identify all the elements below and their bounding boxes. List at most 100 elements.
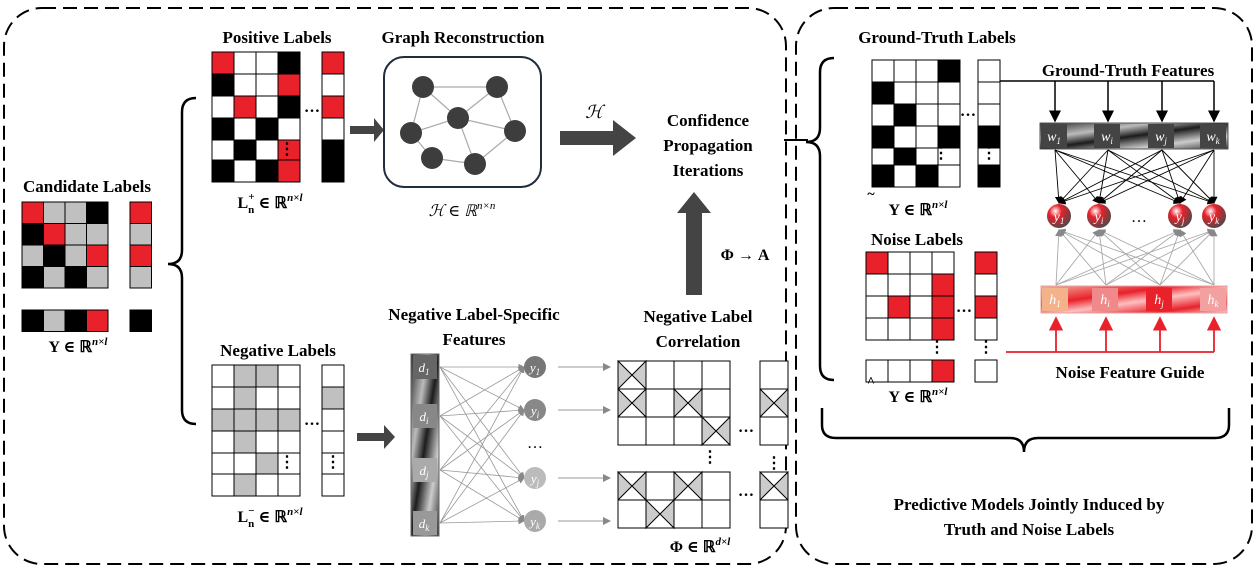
w-to-y-edge — [1161, 149, 1182, 204]
noise-cell — [931, 295, 955, 319]
w-to-y-edge — [1098, 149, 1215, 204]
noise-math: Y ∈ ℝn×l — [889, 386, 949, 406]
positive-corner-cell — [321, 159, 345, 183]
gt-tilde: ~ — [867, 187, 875, 202]
negative-row-cell — [211, 473, 235, 497]
d-node-bg — [413, 511, 437, 535]
corr-cell — [617, 416, 647, 446]
positive-cell — [233, 139, 257, 163]
y-output-sub: k — [1215, 216, 1220, 226]
negative-row-cell — [255, 473, 279, 497]
d-node-label: d1 — [419, 360, 430, 377]
negative-cell — [233, 364, 257, 388]
negative-cell — [255, 408, 279, 432]
noise-hdots: … — [956, 299, 972, 316]
positive-cell — [233, 117, 257, 141]
gt-corner-cell — [977, 164, 1001, 188]
gt-cell — [871, 59, 895, 83]
split-brace — [167, 96, 197, 426]
h-to-y-edge — [1096, 229, 1107, 286]
noise-col-vdots: ⋮ — [978, 339, 994, 356]
corr-cell — [645, 388, 675, 418]
y-node-label: yi — [529, 403, 540, 420]
confidence-line-1: Confidence — [667, 111, 750, 130]
corr-cell — [701, 471, 731, 501]
negative-to-features-arrow — [357, 425, 395, 449]
w-to-y-edge — [1054, 149, 1215, 205]
y-node — [524, 467, 546, 489]
candidate-labels-title: Candidate Labels — [23, 177, 151, 196]
feature-edge — [439, 415, 525, 522]
positive-labels-title: Positive Labels — [222, 28, 331, 47]
positive-cell — [255, 51, 279, 75]
negative-cell — [277, 430, 301, 454]
w-node-sub: 1 — [1056, 136, 1061, 146]
negative-labels-title: Negative Labels — [220, 341, 336, 360]
negative-col-vdots: ⋮ — [325, 454, 341, 471]
negative-row-cell — [233, 473, 257, 497]
negative-corner-cell — [321, 473, 345, 497]
gt-cell — [915, 59, 939, 83]
positive-to-graph-arrow — [350, 118, 384, 142]
w-to-y-edge — [1058, 149, 1109, 204]
feature-edge — [439, 366, 525, 471]
negative-cell — [277, 364, 301, 388]
h-to-y-edge — [1105, 229, 1215, 286]
gt-col-cell — [977, 81, 1001, 105]
feature-edge — [439, 366, 525, 522]
h-node-bg — [1200, 288, 1226, 311]
y-output-node — [1168, 204, 1192, 228]
positive-col-cell — [321, 95, 345, 119]
gt-cell — [893, 59, 917, 83]
w-to-y-edge — [1054, 149, 1100, 204]
confidence-line-2: Propagation — [663, 136, 753, 155]
candidate-cell — [43, 201, 66, 224]
negative-hdots: … — [304, 412, 320, 429]
w-node-label: wj — [1155, 130, 1167, 146]
positive-hdots: … — [304, 99, 320, 116]
bottom-brace — [820, 408, 1231, 453]
w-to-y-edge — [1058, 149, 1163, 204]
candidate-label-matrix — [21, 201, 152, 332]
negative-row-cell — [277, 473, 301, 497]
noise-corner-cell — [974, 359, 998, 383]
y-node — [524, 399, 546, 421]
gt-cell — [871, 103, 895, 127]
w-to-y-edge — [1107, 149, 1215, 204]
d-node-sub: k — [425, 523, 430, 533]
feature-edge — [439, 366, 525, 524]
feature-ellipsis: … — [527, 435, 543, 452]
positive-cell — [277, 73, 301, 97]
y-output-sub: 1 — [1060, 216, 1065, 226]
positive-cell — [211, 95, 235, 119]
candidate-col-cell — [129, 266, 152, 289]
positive-cell — [211, 51, 235, 75]
y-node — [524, 356, 546, 378]
graph-to-confidence-arrow — [560, 120, 636, 156]
w-node-sub: k — [1216, 136, 1221, 146]
nlsf-line-2: Features — [443, 330, 506, 349]
corr-cell — [673, 416, 703, 446]
negative-cell — [233, 452, 257, 476]
positive-cell — [277, 117, 301, 141]
candidate-cell — [64, 201, 87, 224]
negative-col-cell — [321, 386, 345, 410]
d-node-bg — [413, 458, 437, 482]
candidate-math: Y ∈ ℝn×l — [49, 336, 109, 356]
candidate-cell — [21, 201, 44, 224]
w-node-sub: i — [1110, 136, 1113, 146]
negative-cell — [277, 386, 301, 410]
corr-cell — [645, 360, 675, 390]
h-node-sub: i — [1107, 299, 1110, 309]
d-node-label: dk — [419, 516, 431, 533]
graph-math: ℋ ∈ ℝn×n — [429, 200, 496, 220]
d-node-sub: 1 — [425, 367, 430, 377]
w-to-y-edge — [1179, 149, 1215, 204]
noise-row-cell — [931, 359, 955, 383]
corr-x — [617, 387, 647, 419]
corr-cell — [759, 360, 789, 390]
h-to-y-edge — [1058, 229, 1107, 286]
y-output-label: yi — [1093, 210, 1104, 226]
